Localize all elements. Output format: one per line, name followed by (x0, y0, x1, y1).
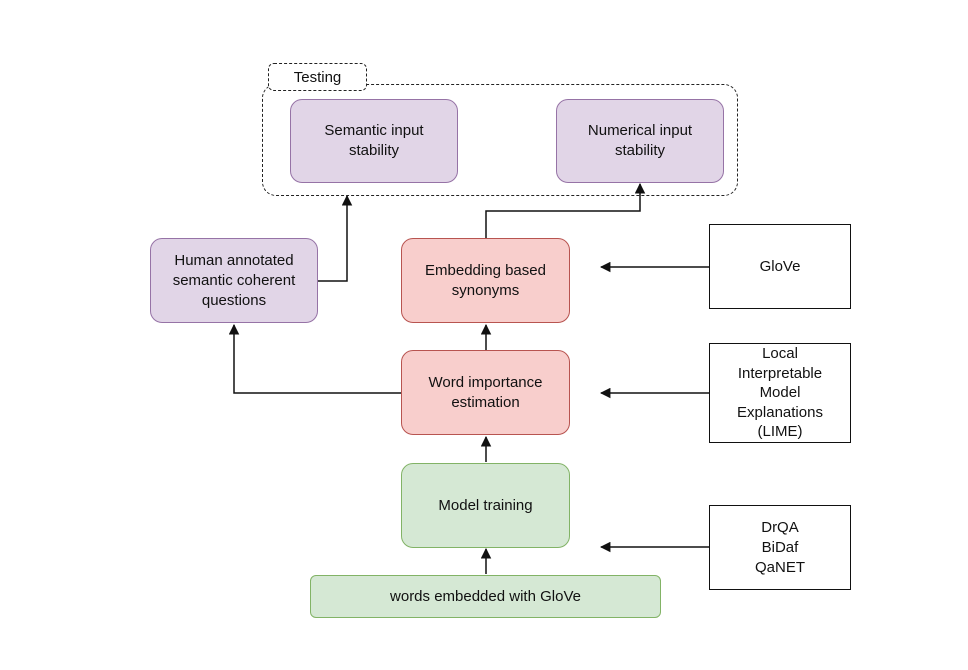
lime-input-box: Local Interpretable Model Explanations (… (709, 343, 851, 443)
testing-group-label: Testing (268, 63, 367, 91)
edge-synonyms-to-numerical (485, 182, 646, 238)
model-training-node: Model training (401, 463, 570, 548)
models-input-box: DrQA BiDaf QaNET (709, 505, 851, 590)
semantic-input-stability-node: Semantic input stability (290, 99, 458, 183)
glove-input-box: GloVe (709, 224, 851, 309)
words-embedded-with-glove-node: words embedded with GloVe (310, 575, 661, 618)
edge-importance-to-human (228, 323, 401, 394)
edge-human-to-semantic (318, 194, 353, 282)
testing-group-frame (262, 84, 738, 196)
word-importance-estimation-node: Word importance estimation (401, 350, 570, 435)
numerical-input-stability-node: Numerical input stability (556, 99, 724, 183)
embedding-based-synonyms-node: Embedding based synonyms (401, 238, 570, 323)
human-annotated-questions-node: Human annotated semantic coherent questi… (150, 238, 318, 323)
